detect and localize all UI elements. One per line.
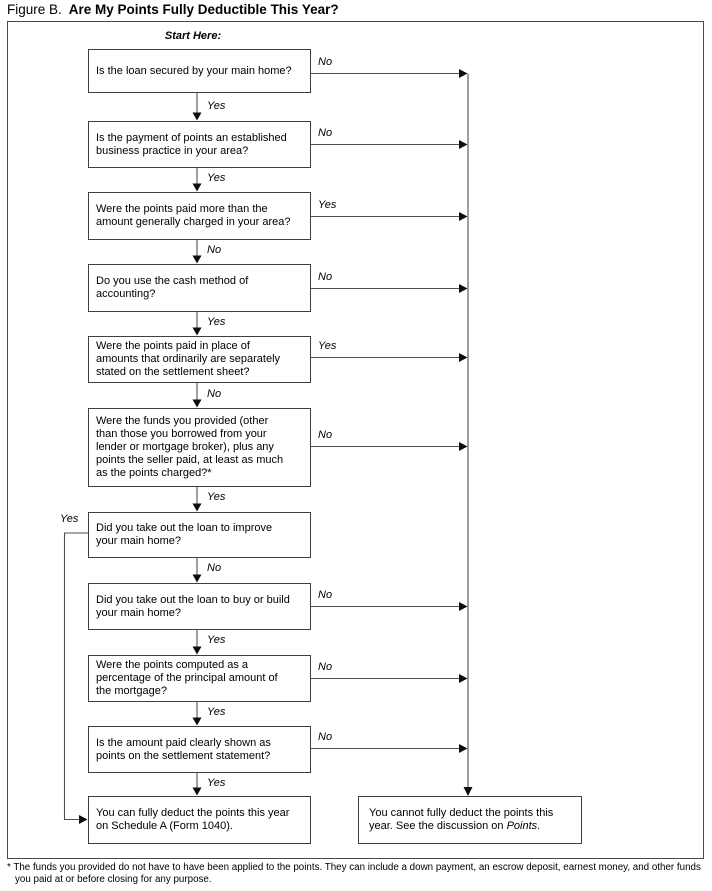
box-loan-improve-text: Did you take out the loan to improve you… [96,522,273,547]
branch-label-down-10: Yes [207,777,226,789]
branch-label-down-1: Yes [207,100,226,112]
branch-label-right-6: No [318,429,333,441]
box-cash-method-text: Do you use the cash method of accounting… [96,275,249,300]
figure-heading: Are My Points Fully Deductible This Year… [68,2,339,17]
start-here-label: Start Here: [164,30,222,42]
branch-label-down-5: No [207,388,222,400]
branch-label-down-6: Yes [207,491,226,503]
box-outcome-not-deductible: You cannot fully deduct the points this … [358,796,582,844]
branch-label-right-3: Yes [318,199,337,211]
box-points-shown-text: Is the amount paid clearly shown as poin… [96,736,271,762]
branch-label-down-3: No [207,244,222,256]
box-points-amount-text: Were the points paid more than the amoun… [96,203,291,228]
box-loan-buy-build-text: Did you take out the loan to buy or buil… [96,593,290,619]
branch-label-right-1: No [318,56,333,68]
box-cash-method: Do you use the cash method of accounting… [88,264,311,312]
outcome-not-deductible-suffix: . [537,820,541,832]
footnote: * The funds you provided do not have to … [7,862,701,885]
box-loan-buy-build: Did you take out the loan to buy or buil… [88,583,311,630]
branch-label-down-8: Yes [207,634,226,646]
box-loan-secured: Is the loan secured by your main home? [88,49,311,93]
box-points-percentage: Were the points computed as a percentage… [88,655,311,702]
box-points-practice: Is the payment of points an established … [88,121,311,168]
branch-label-down-7: No [207,562,222,574]
box-points-shown: Is the amount paid clearly shown as poin… [88,726,311,773]
box-outcome-deductible: You can fully deduct the points this yea… [88,796,311,844]
branch-label-right-7: No [318,589,333,601]
branch-label-down-4: Yes [207,316,226,328]
branch-label-right-2: No [318,127,333,139]
box-outcome-not-deductible-text: You cannot fully deduct the points this … [369,807,563,833]
branch-label-down-2: Yes [207,172,226,184]
box-outcome-deductible-text: You can fully deduct the points this yea… [96,807,290,832]
box-funds-provided-text: Were the funds you provided (other than … [96,415,284,479]
branch-label-right-8: No [318,661,333,673]
box-loan-secured-text: Is the loan secured by your main home? [96,64,292,77]
box-points-amount: Were the points paid more than the amoun… [88,192,311,240]
outcome-not-deductible-prefix: You cannot fully deduct the points this … [369,807,554,832]
branch-label-right-4: No [318,271,333,283]
figure-label: Figure B. [7,2,62,17]
box-points-in-place: Were the points paid in place of amounts… [88,336,311,383]
box-funds-provided: Were the funds you provided (other than … [88,408,311,487]
figure-title: Figure B. Are My Points Fully Deductible … [7,2,339,17]
outcome-not-deductible-points-term: Points [506,820,538,832]
branch-label-right-9: No [318,731,333,743]
branch-label-down-9: Yes [207,706,226,718]
box-points-in-place-text: Were the points paid in place of amounts… [96,340,281,378]
box-loan-improve: Did you take out the loan to improve you… [88,512,311,558]
branch-label-left-yes: Yes [60,513,79,525]
box-points-practice-text: Is the payment of points an established … [96,131,287,157]
branch-label-right-5: Yes [318,340,337,352]
box-points-percentage-text: Were the points computed as a percentage… [96,659,278,697]
